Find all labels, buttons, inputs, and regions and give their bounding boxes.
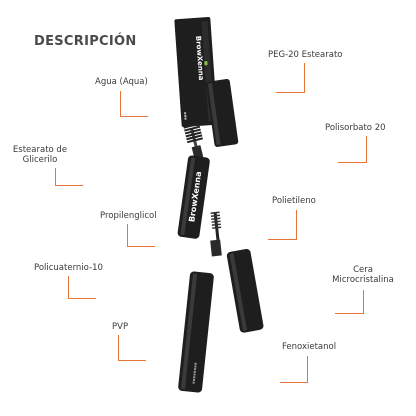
leader-line-estearato-h bbox=[55, 185, 83, 186]
product-cap-upper bbox=[206, 79, 239, 147]
leader-line-cera bbox=[363, 290, 364, 314]
leader-line-polietileno-h bbox=[268, 239, 297, 240]
ingredient-polisorbato: Polisorbato 20 bbox=[325, 123, 386, 133]
product-tube-bottom: ▪▪▪▪▪▪▪▪ bbox=[178, 271, 214, 393]
ingredient-polietileno: Polietileno bbox=[272, 196, 316, 206]
ingredient-fenoxietanol: Fenoxietanol bbox=[282, 342, 337, 352]
product-tube-right bbox=[226, 248, 264, 333]
leader-line-cera-h bbox=[335, 313, 364, 314]
leader-line-fenoxietanol-h bbox=[280, 382, 308, 383]
ingredient-estearato-line-2: Glicerilo bbox=[22, 155, 58, 165]
leader-line-pvp bbox=[118, 335, 119, 361]
leader-line-estearato bbox=[55, 168, 56, 186]
ingredient-pvp: PVP bbox=[112, 322, 129, 332]
leader-line-policuaternio bbox=[68, 276, 69, 299]
leader-line-fenoxietanol bbox=[307, 356, 308, 383]
leader-line-peg-h bbox=[276, 92, 305, 93]
leader-line-polietileno bbox=[296, 210, 297, 240]
box-brand-text: BrowXenna bbox=[194, 36, 205, 81]
leader-line-agua bbox=[120, 91, 121, 117]
svg-text:▪▪▪: ▪▪▪ bbox=[183, 112, 189, 121]
svg-text:▪▪▪▪▪▪▪▪: ▪▪▪▪▪▪▪▪ bbox=[191, 362, 198, 384]
product-tube-left: BrowXenna bbox=[177, 155, 210, 239]
ingredient-cera-line-2: Microcristalina bbox=[332, 275, 394, 285]
leader-line-propilenglicol bbox=[127, 224, 128, 247]
ingredient-cera-line-1: Cera bbox=[353, 265, 373, 275]
brush-tool-left bbox=[183, 122, 204, 159]
ingredient-peg: PEG-20 Estearato bbox=[268, 50, 343, 60]
page-title: DESCRIPCIÓN bbox=[34, 34, 137, 49]
spoolie-brush bbox=[210, 211, 222, 257]
leader-line-polisorbato bbox=[366, 136, 367, 163]
leader-line-peg bbox=[304, 63, 305, 93]
leader-line-propilenglicol-h bbox=[127, 246, 155, 247]
leader-line-policuaternio-h bbox=[68, 298, 96, 299]
ingredient-policuaternio: Policuaternio-10 bbox=[34, 263, 103, 273]
ingredient-propilenglicol: Propilenglicol bbox=[100, 211, 157, 221]
leader-line-agua-h bbox=[120, 116, 148, 117]
leader-line-pvp-h bbox=[118, 360, 146, 361]
ingredient-agua: Agua (Aqua) bbox=[95, 77, 148, 87]
leader-line-polisorbato-h bbox=[338, 162, 367, 163]
ingredient-estearato-line-1: Estearato de bbox=[12, 145, 68, 155]
ingredient-cera-microcristalina: Cera Microcristalina bbox=[328, 265, 398, 285]
ingredient-estearato-glicerilo: Estearato de Glicerilo bbox=[4, 145, 76, 165]
